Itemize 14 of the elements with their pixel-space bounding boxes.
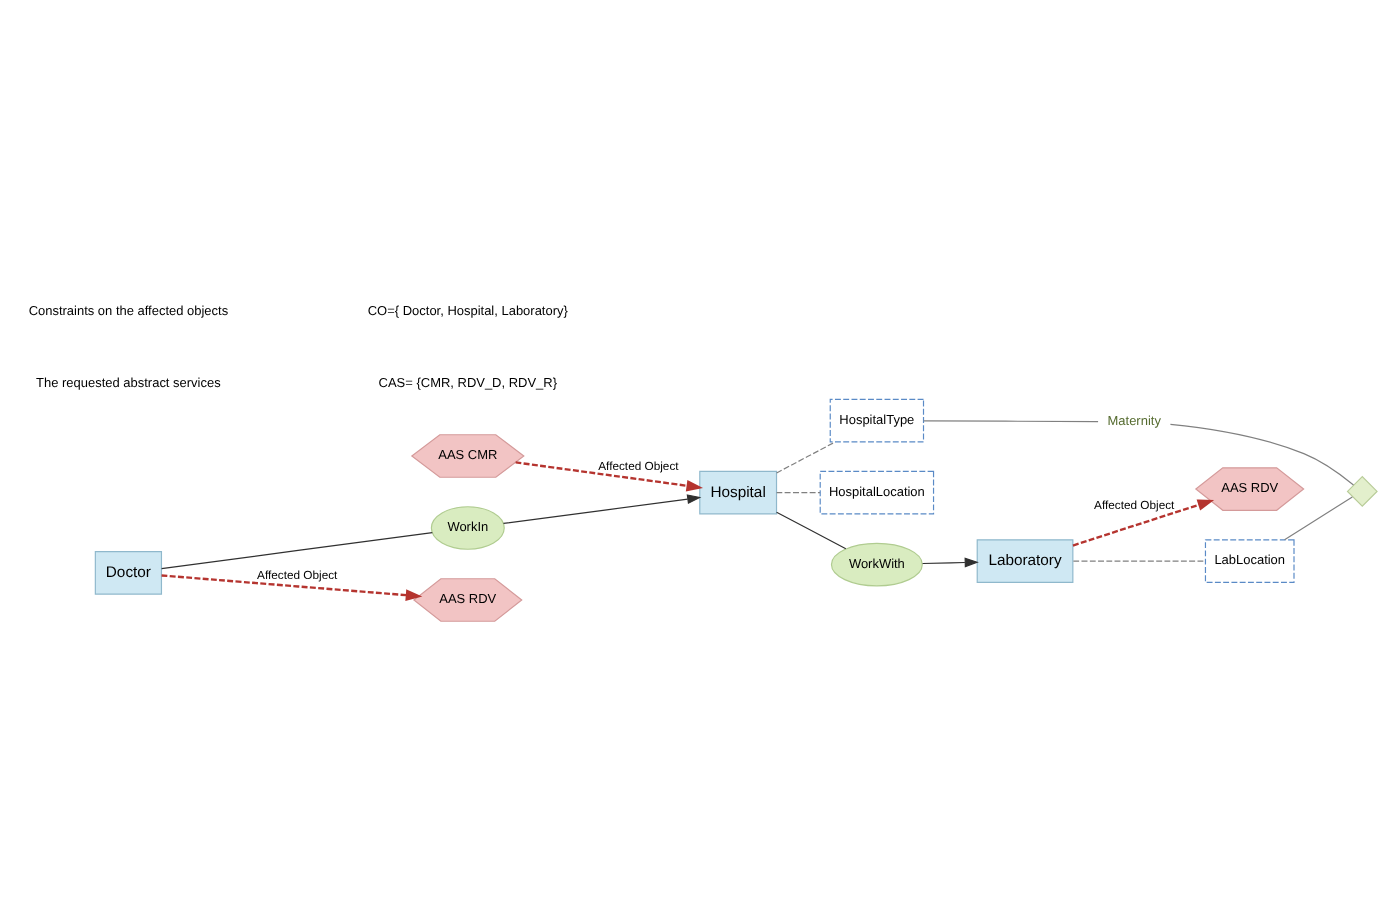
node-diamond <box>1346 474 1378 506</box>
arrow <box>515 460 703 491</box>
arrow <box>922 556 979 567</box>
connector <box>161 531 433 569</box>
connector <box>776 510 847 549</box>
arrow <box>161 573 423 600</box>
arrow <box>1072 498 1215 546</box>
connector <box>1169 422 1355 485</box>
connector <box>1072 559 1206 561</box>
connector <box>1284 495 1353 540</box>
connector <box>776 440 836 473</box>
connector <box>923 419 1099 422</box>
arrow <box>502 493 702 524</box>
connector <box>776 491 821 493</box>
